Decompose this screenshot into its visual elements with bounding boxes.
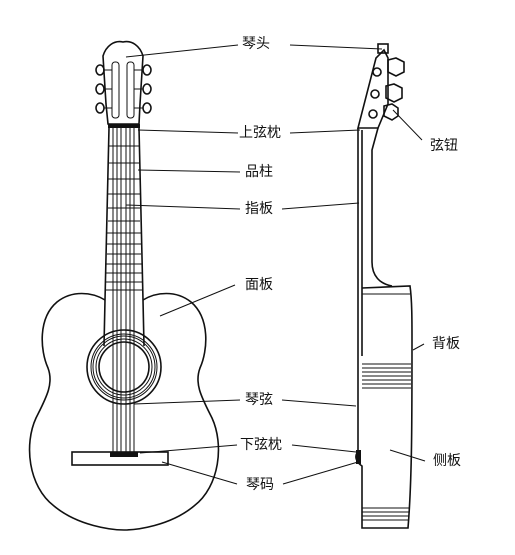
leader-nut: [137, 129, 239, 134]
leader-lines: [125, 44, 426, 485]
headstock-slot-left: [111, 61, 120, 119]
strings-front: [112, 126, 135, 452]
guitar-front-view: [28, 40, 220, 531]
leader-soundboard: [159, 284, 236, 317]
leader-side: [389, 449, 426, 462]
frets-front: [106, 145, 142, 291]
guitar-side-view: [355, 43, 413, 529]
label-tuners: 弦钮: [430, 138, 458, 154]
leader-saddle-side: [291, 444, 357, 453]
leader-fingerboard: [125, 204, 241, 210]
label-side: 侧板: [433, 453, 461, 469]
leader-headstock-side: [289, 44, 383, 50]
leader-bridge-side: [282, 461, 359, 485]
leader-nut-side: [289, 129, 361, 134]
leader-strings-side: [281, 399, 357, 407]
body-side: [355, 285, 413, 529]
leader-headstock: [125, 44, 239, 58]
leader-bridge: [161, 461, 238, 485]
headstock-outline: [102, 40, 144, 125]
label-saddle: 下弦枕: [240, 437, 282, 453]
label-strings: 琴弦: [245, 392, 273, 408]
leader-back: [412, 343, 425, 351]
leader-saddle: [139, 444, 238, 454]
label-soundboard: 面板: [245, 277, 273, 293]
label-bridge: 琴码: [246, 477, 274, 493]
label-headstock: 琴头: [242, 36, 270, 52]
leader-tuners: [392, 109, 423, 141]
guitar-body-front: [28, 292, 220, 531]
tuner-knobs-side: [368, 57, 405, 121]
leader-strings: [133, 399, 241, 405]
leader-frets: [137, 169, 241, 173]
nut-front: [108, 124, 140, 128]
neck-side: [357, 127, 393, 452]
leader-fingerboard-side: [281, 202, 360, 210]
side-bracing: [362, 363, 411, 521]
soundhole: [86, 329, 162, 405]
tuner-buttons-front: [95, 64, 152, 114]
label-nut: 上弦枕: [239, 125, 281, 141]
label-frets: 品柱: [245, 164, 273, 180]
label-fingerboard: 指板: [245, 201, 273, 217]
label-back: 背板: [432, 336, 460, 352]
saddle-front: [110, 452, 138, 457]
headstock-slot-right: [126, 61, 135, 119]
fingerboard-front: [104, 127, 144, 301]
